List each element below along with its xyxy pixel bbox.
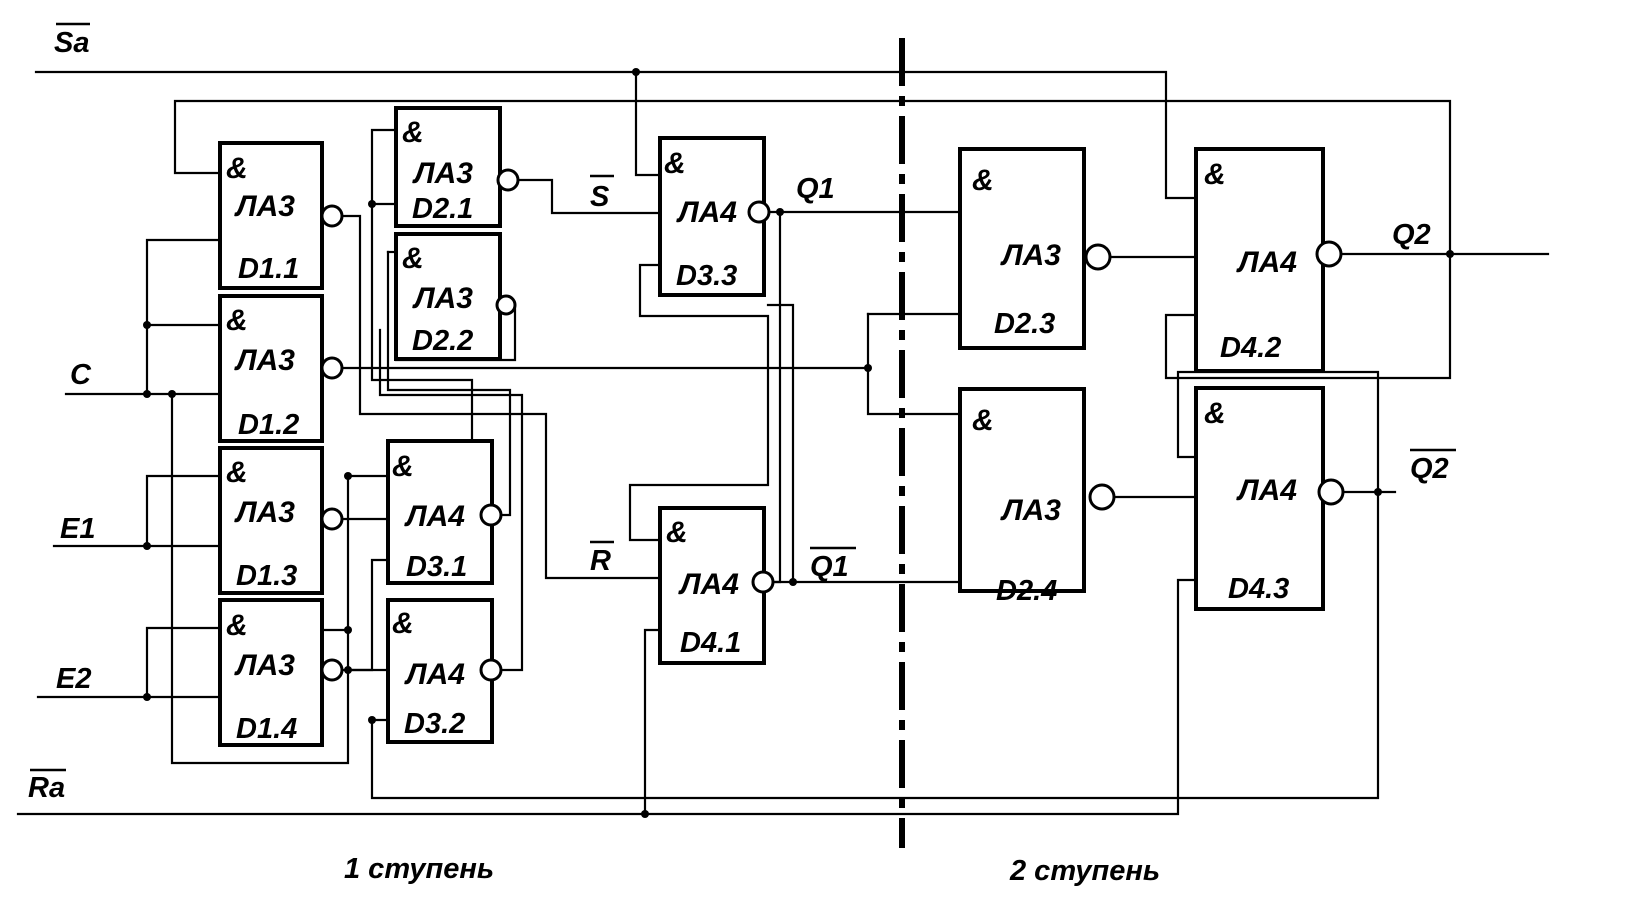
gate-d1-2: & ЛА3 D1.2 (218, 294, 344, 443)
gate-d2-1: & ЛА3 D2.1 (394, 106, 520, 228)
gate-symbol: & (972, 404, 994, 437)
gate-d3-2: & ЛА4 D3.2 (386, 598, 503, 744)
gate-type: ЛА4 (1236, 246, 1297, 279)
gate-id: D2.4 (996, 575, 1057, 607)
gate-type: ЛА3 (1000, 239, 1061, 272)
gate-d3-3: & ЛА4 D3.3 (658, 136, 771, 297)
gate-symbol: & (392, 607, 414, 640)
signal-labels: Sa Ra C E1 E2 S R Q1 Q1 Q2 Q2 (28, 22, 1456, 804)
signal-e2: E2 (56, 663, 91, 695)
signal-q1: Q1 (796, 173, 835, 205)
gate-symbol: & (1204, 158, 1226, 191)
gate-symbol: & (226, 609, 248, 642)
gate-symbol: & (664, 147, 686, 180)
gate-id: D1.2 (238, 409, 299, 441)
gate-id: D4.2 (1220, 332, 1281, 364)
signal-s: S (590, 181, 610, 213)
gate-type: ЛА4 (404, 500, 465, 533)
gate-id: D4.1 (680, 627, 741, 659)
gate-type: ЛА3 (412, 282, 473, 315)
gate-symbol: & (392, 450, 414, 483)
gate-id: D3.3 (676, 260, 737, 292)
gate-type: ЛА3 (1000, 494, 1061, 527)
gate-d1-1: & ЛА3 D1.1 (218, 141, 344, 290)
gate-symbol: & (226, 456, 248, 489)
gate-d2-4: & ЛА3 D2.4 (958, 387, 1116, 607)
junctions (143, 68, 1454, 818)
gate-d2-2: & ЛА3 D2.2 (394, 232, 517, 361)
gate-id: D1.4 (236, 713, 297, 745)
wires (16, 70, 1550, 816)
gate-type: ЛА4 (404, 658, 465, 691)
gate-type: ЛА4 (1236, 474, 1297, 507)
stage-1-label: 1 ступень (344, 853, 494, 885)
gate-type: ЛА3 (234, 496, 295, 529)
gate-d4-3: & ЛА4 D4.3 (1194, 386, 1345, 611)
signal-r: R (590, 545, 611, 577)
gate-symbol: & (226, 304, 248, 337)
signal-q2-inverted: Q2 (1410, 453, 1449, 485)
gate-id: D2.2 (412, 325, 473, 357)
gate-type: ЛА4 (678, 568, 739, 601)
gate-id: D2.1 (412, 193, 473, 225)
gate-id: D1.3 (236, 560, 297, 592)
gate-symbol: & (1204, 397, 1226, 430)
signal-e1: E1 (60, 513, 95, 545)
gate-type: ЛА4 (676, 196, 737, 229)
gate-id: D2.3 (994, 308, 1055, 340)
gate-symbol: & (402, 116, 424, 149)
gate-id: D3.1 (406, 551, 467, 583)
gate-type: ЛА3 (234, 190, 295, 223)
gate-symbol: & (972, 164, 994, 197)
gate-d3-1: & ЛА4 D3.1 (386, 439, 503, 585)
signal-c: C (70, 359, 92, 391)
signal-sa: Sa (54, 27, 89, 59)
gate-symbol: & (666, 516, 688, 549)
gate-d2-3: & ЛА3 D2.3 (958, 147, 1112, 350)
gate-id: D1.1 (238, 253, 299, 285)
gate-d4-2: & ЛА4 D4.2 (1194, 147, 1343, 373)
gate-d1-4: & ЛА3 D1.4 (218, 598, 344, 747)
signal-ra: Ra (28, 772, 65, 804)
stage-2-label: 2 ступень (1009, 855, 1160, 887)
gate-id: D4.3 (1228, 573, 1289, 605)
gate-d4-1: & ЛА4 D4.1 (658, 506, 775, 665)
gate-symbol: & (226, 152, 248, 185)
gate-symbol: & (402, 242, 424, 275)
gate-type: ЛА3 (234, 344, 295, 377)
signal-q1-inverted: Q1 (810, 551, 849, 583)
gate-type: ЛА3 (234, 649, 295, 682)
gate-id: D3.2 (404, 708, 465, 740)
gate-d1-3: & ЛА3 D1.3 (218, 446, 344, 595)
signal-q2: Q2 (1392, 219, 1431, 251)
gate-type: ЛА3 (412, 157, 473, 190)
